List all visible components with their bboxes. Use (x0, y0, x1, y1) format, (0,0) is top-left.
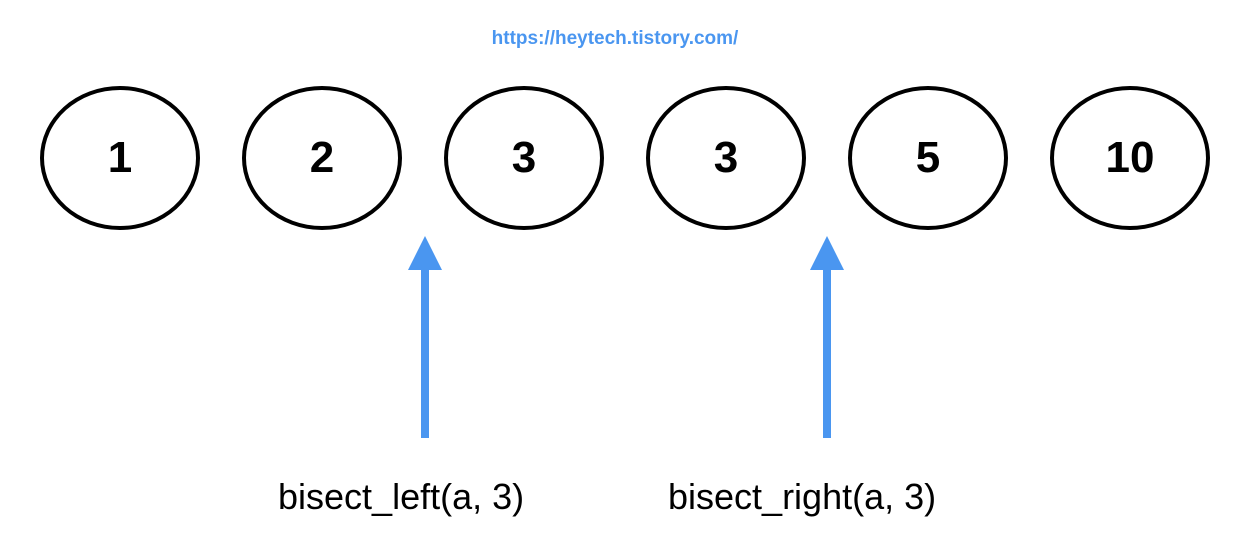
bisect-left-caption: bisect_left(a, 3) (278, 476, 525, 517)
array-node: 10 (1050, 86, 1210, 230)
bisect-left-arrow-icon (408, 236, 442, 438)
node-value: 2 (309, 133, 335, 182)
array-node: 3 (444, 86, 604, 230)
node-value: 3 (713, 133, 739, 182)
array-node: 1 (40, 86, 200, 230)
bisect-right-caption: bisect_right(a, 3) (668, 476, 937, 517)
node-value: 10 (1105, 133, 1155, 182)
node-value: 1 (107, 133, 133, 182)
watermark-url: https://heytech.tistory.com/ (491, 28, 739, 49)
array-node: 3 (646, 86, 806, 230)
bisect-right-arrow-icon (810, 236, 844, 438)
array-node: 2 (242, 86, 402, 230)
node-value: 5 (915, 133, 941, 182)
node-value: 3 (511, 133, 537, 182)
array-node: 5 (848, 86, 1008, 230)
